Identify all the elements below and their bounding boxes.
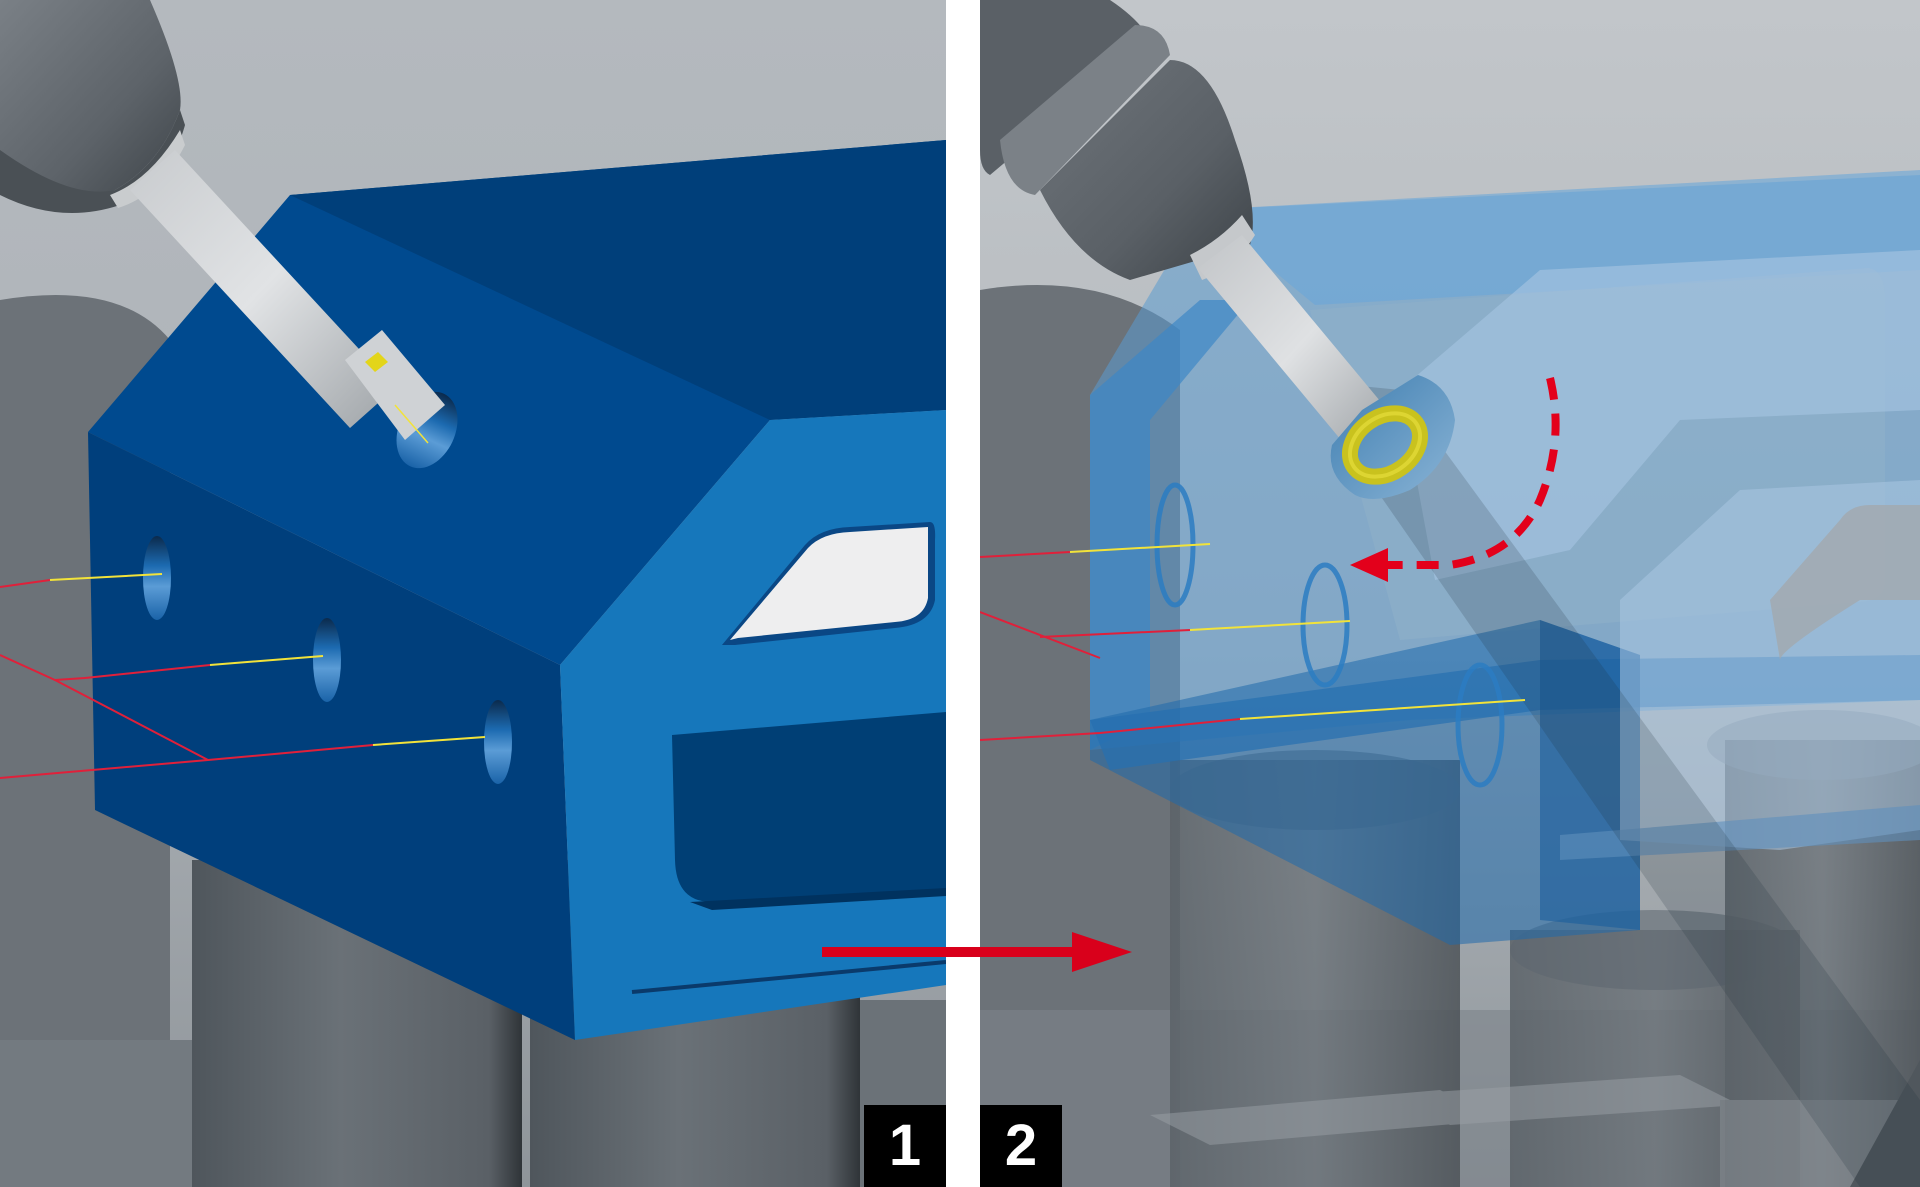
cutting-insert: [365, 352, 388, 372]
pocket-recess: [672, 712, 946, 902]
pocket-through-window: [730, 527, 928, 640]
tool-shaft: [130, 150, 395, 428]
transition-arrow-icon: [822, 932, 1132, 972]
panel-before: 1: [0, 0, 946, 1187]
spindle-tool-holder: [980, 0, 1255, 280]
tool-shaft: [1198, 235, 1400, 458]
panel-1-scene: [0, 0, 946, 1187]
workpiece-front-face: [88, 432, 575, 1040]
panel-after: 2: [980, 0, 1920, 1187]
drilled-hole: [484, 700, 512, 784]
toolpath-lines: [980, 543, 1526, 741]
toolpath-lines: [0, 573, 486, 779]
panel-2-scene: [980, 0, 1920, 1187]
rotation-arrow: [1380, 377, 1560, 569]
panel-divider: [946, 0, 980, 1187]
drilled-hole: [143, 536, 171, 620]
rotation-arrowhead: [1350, 548, 1388, 582]
panel-number-badge: 1: [864, 1105, 946, 1187]
drilled-hole: [313, 618, 341, 702]
counterbore-tool: [1330, 375, 1455, 499]
panel-number-badge: 2: [980, 1105, 1062, 1187]
